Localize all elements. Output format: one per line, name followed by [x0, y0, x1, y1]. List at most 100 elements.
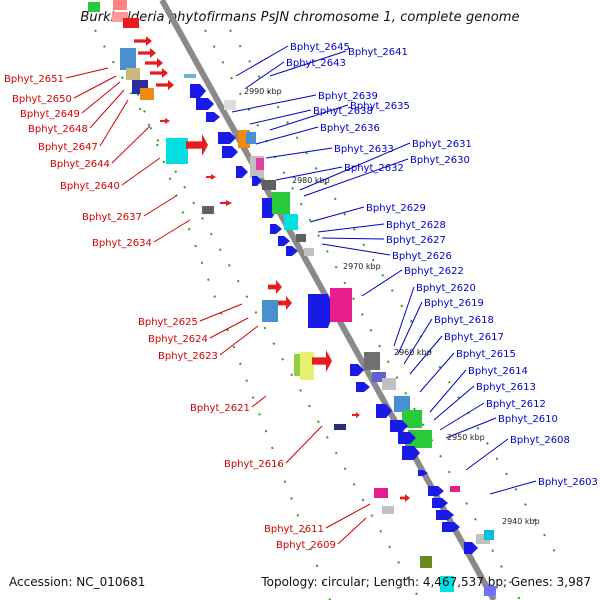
gene-connector-right — [445, 417, 497, 439]
gene-label-right: Bphyt_2632 — [344, 163, 404, 174]
gene-label-left: Bphyt_2651 — [4, 74, 64, 85]
gene-block-56 — [408, 430, 432, 448]
gene-label-right: Bphyt_2626 — [392, 251, 452, 262]
gene-label-right: Bphyt_2627 — [386, 235, 446, 246]
gene-label-right: Bphyt_2613 — [476, 382, 536, 393]
gene-connector-left — [251, 395, 267, 408]
gene-block-51 — [350, 364, 364, 376]
gene-label-right: Bphyt_2630 — [410, 155, 470, 166]
gene-connector-left — [209, 317, 249, 339]
gene-label-right: Bphyt_2612 — [486, 399, 546, 410]
gene-connector-right — [249, 109, 312, 125]
gene-connector-left — [89, 89, 125, 129]
gene-connector-left — [337, 517, 367, 545]
gene-label-left: Bphyt_2634 — [92, 238, 152, 249]
gene-connector-left — [99, 99, 129, 147]
gene-connector-right — [465, 438, 509, 471]
gene-block-61 — [418, 470, 428, 476]
gene-label-right: Bphyt_2639 — [318, 91, 378, 102]
gene-label-right: Bphyt_2629 — [366, 203, 426, 214]
gene-connector-left — [81, 81, 121, 114]
gene-block-72 — [374, 488, 388, 498]
gene-block-75 — [420, 556, 432, 568]
gene-connector-right — [489, 480, 537, 495]
gene-connector-left — [121, 157, 161, 186]
gene-block-42 — [276, 296, 292, 310]
gene-block-15 — [196, 98, 214, 110]
gene-connector-right — [231, 94, 317, 113]
gene-label-right: Bphyt_2636 — [320, 123, 380, 134]
gene-label-right: Bphyt_2619 — [424, 298, 484, 309]
gene-block-73 — [382, 506, 394, 514]
gene-connector-right — [309, 206, 365, 223]
gene-block-6 — [145, 58, 163, 68]
gene-connector-right — [321, 243, 391, 256]
gene-block-53 — [382, 378, 396, 390]
genome-meta: Topology: circular; Length: 4,467,537 bp… — [261, 575, 591, 589]
gene-block-2 — [112, 12, 128, 22]
gene-label-left: Bphyt_2644 — [50, 159, 110, 170]
track-guide-0 — [94, 29, 421, 600]
gene-label-left: Bphyt_2637 — [82, 212, 142, 223]
gene-label-left: Bphyt_2650 — [12, 94, 72, 105]
gene-label-right: Bphyt_2645 — [290, 42, 350, 53]
gene-connector-right — [269, 50, 347, 77]
gene-label-right: Bphyt_2614 — [468, 366, 528, 377]
gene-connector-right — [429, 369, 467, 413]
gene-block-27 — [236, 166, 248, 178]
gene-block-8 — [156, 80, 174, 90]
gene-connector-right — [361, 269, 403, 297]
gene-block-21 — [218, 132, 236, 144]
gene-block-19 — [166, 138, 188, 164]
kbp-marker-2: 2970 kbp — [343, 262, 381, 271]
gene-label-right: Bphyt_2617 — [444, 332, 504, 343]
gene-connector-right — [403, 318, 433, 365]
gene-label-right: Bphyt_2643 — [286, 58, 346, 69]
gene-block-69 — [476, 534, 490, 544]
gene-label-right: Bphyt_2631 — [412, 139, 472, 150]
gene-block-30 — [206, 174, 216, 180]
gene-block-67 — [442, 522, 460, 532]
gene-block-50 — [372, 372, 386, 382]
genes-count-text: Genes: 3,987 — [510, 575, 591, 589]
gene-label-right: Bphyt_2635 — [350, 101, 410, 112]
kbp-marker-5: 2940 kbp — [502, 517, 540, 526]
gene-block-20 — [186, 134, 208, 156]
gene-connector-left — [111, 125, 151, 164]
gene-block-3 — [123, 18, 139, 28]
gene-block-64 — [428, 486, 444, 496]
gene-block-28 — [252, 176, 262, 186]
gene-block-58 — [390, 420, 408, 432]
gene-connector-left — [219, 325, 259, 356]
gene-block-36 — [286, 246, 298, 256]
track-guide-1 — [124, 59, 331, 600]
gene-block-34 — [270, 224, 282, 234]
gene-block-29 — [262, 180, 276, 190]
gene-block-52 — [356, 382, 370, 392]
gene-block-77 — [484, 586, 496, 596]
kbp-marker-1: 2980 kbp — [292, 176, 330, 185]
track-guide-2 — [204, 29, 521, 600]
gene-label-left: Bphyt_2611 — [264, 524, 324, 535]
gene-block-12 — [140, 88, 154, 100]
gene-connector-right — [393, 286, 415, 347]
gene-block-14 — [190, 84, 206, 98]
gene-block-54 — [394, 396, 410, 412]
gene-block-0 — [88, 2, 100, 12]
gene-connector-right — [409, 335, 443, 375]
gene-label-left: Bphyt_2640 — [60, 181, 120, 192]
gene-block-59 — [398, 432, 416, 444]
gene-block-48 — [312, 350, 332, 372]
gene-connector-left — [143, 195, 177, 217]
gene-label-left: Bphyt_2609 — [276, 540, 336, 551]
gene-connector-right — [419, 352, 455, 393]
topology-text: Topology: circular; — [261, 575, 370, 589]
gene-block-68 — [450, 486, 460, 492]
gene-label-left: Bphyt_2648 — [28, 124, 88, 135]
gene-label-left: Bphyt_2621 — [190, 403, 250, 414]
gene-label-left: Bphyt_2625 — [138, 317, 198, 328]
gene-block-57 — [376, 404, 392, 418]
gene-block-38 — [304, 248, 314, 256]
gene-block-46 — [294, 354, 304, 376]
